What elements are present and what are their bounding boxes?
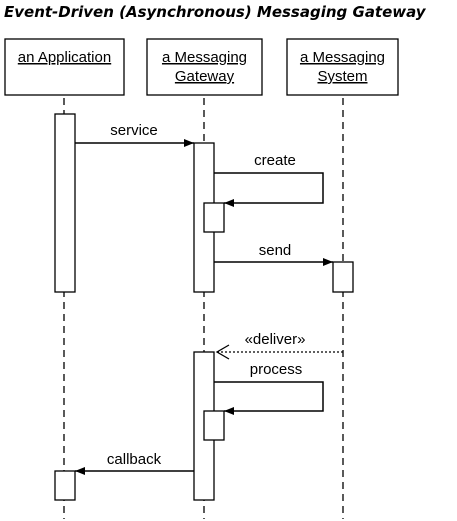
participant-gateway-label-line1: a Messaging — [162, 49, 247, 66]
message-send: send — [214, 242, 333, 266]
participant-application-label: an Application — [18, 49, 111, 66]
message-deliver-label: «deliver» — [245, 331, 306, 348]
activation-gateway-create — [203, 202, 225, 233]
participant-gateway-label-line2: Gateway — [175, 68, 235, 85]
participant-system-label-line1: a Messaging — [300, 49, 385, 66]
message-service: service — [75, 122, 194, 147]
activation-application-2 — [54, 470, 76, 501]
message-deliver: «deliver» — [215, 331, 343, 360]
message-send-label: send — [259, 242, 292, 259]
message-create-label: create — [254, 152, 296, 169]
participant-system-label-line2: System — [317, 68, 367, 85]
activation-system-1 — [332, 261, 354, 293]
participant-messaging-system: a Messaging System — [286, 38, 399, 96]
message-callback: callback — [75, 451, 194, 475]
participant-messaging-gateway: a Messaging Gateway — [146, 38, 263, 96]
message-process-label: process — [250, 361, 303, 378]
activation-gateway-process — [203, 410, 225, 441]
message-callback-label: callback — [107, 451, 162, 468]
activation-application-1 — [54, 113, 76, 293]
diagram-title: Event-Driven (Asynchronous) Messaging Ga… — [4, 3, 427, 21]
message-process: process — [214, 361, 324, 415]
message-create: create — [214, 152, 324, 207]
message-service-label: service — [110, 122, 158, 139]
participant-application: an Application — [4, 38, 125, 96]
